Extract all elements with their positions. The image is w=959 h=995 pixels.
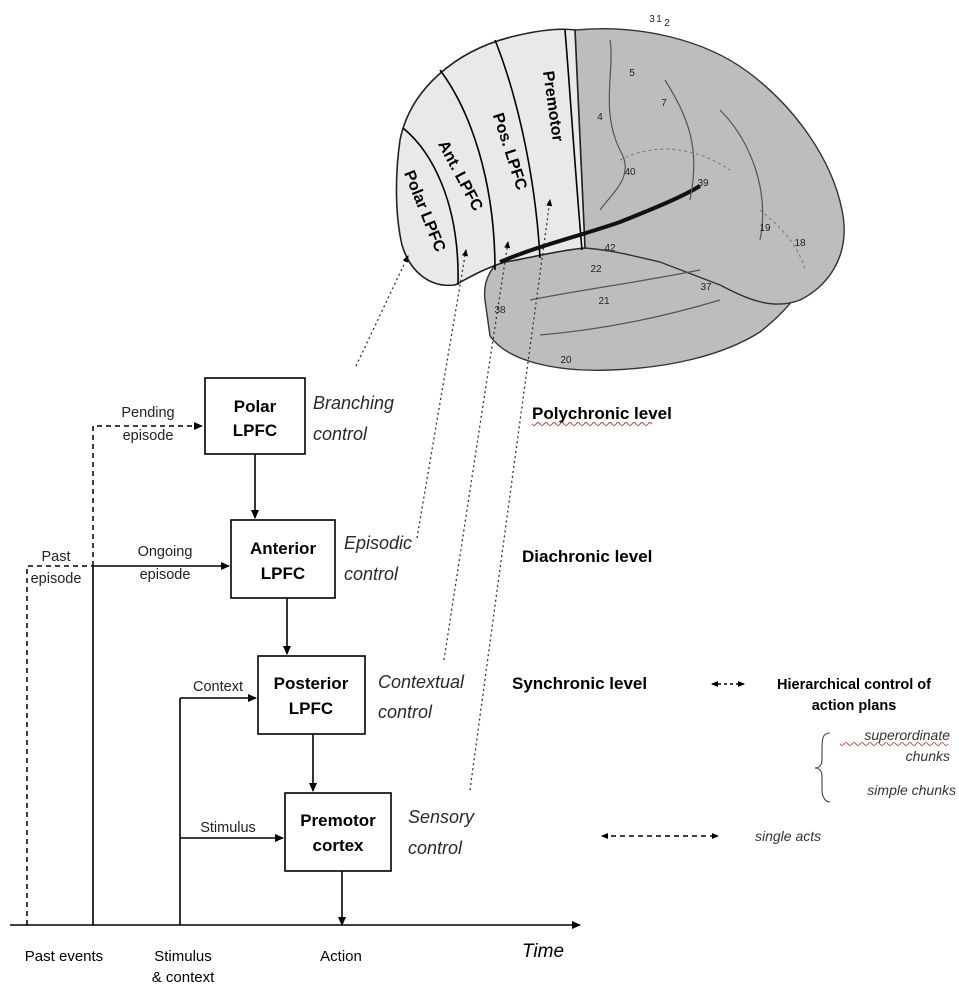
premotor-cortex-box: Premotor cortex (284, 792, 392, 872)
episodic-label-2: control (344, 564, 399, 584)
sulcus (619, 148, 731, 171)
premotor-box-line2: cortex (312, 836, 364, 855)
band-border-4 (564, 29, 583, 251)
anterior-box-line1: Anterior (250, 539, 317, 558)
premotor-box-line1: Premotor (300, 811, 376, 830)
pending-label-1: Pending (121, 405, 174, 421)
sulcus (539, 299, 721, 336)
hierarchy-title-2: action plans (812, 698, 897, 714)
branching-label-1: Branching (313, 393, 394, 413)
stimulus-label: Stimulus (154, 948, 212, 965)
area-number: 3 (649, 14, 655, 25)
posterior-box-line1: Posterior (274, 674, 349, 693)
contextual-label-2: control (378, 702, 433, 722)
spellcheck-underline (839, 742, 949, 746)
sylvian-fissure (499, 184, 702, 264)
brain-connectors (355, 199, 553, 791)
diachronic-level: Diachronic level (522, 547, 652, 566)
anterior-lpfc-box: Anterior LPFC (230, 519, 336, 599)
sulcus (664, 79, 695, 201)
posterior-box-line2: LPFC (289, 699, 333, 718)
connector-premotor (469, 199, 553, 791)
context-axis-label: & context (152, 969, 215, 986)
area-number: 22 (590, 264, 602, 275)
action-label: Action (320, 948, 362, 965)
sulcus (599, 39, 626, 211)
sensory-label-1: Sensory (408, 807, 475, 827)
area-number: 1 (656, 14, 662, 25)
connector-polar (355, 255, 409, 367)
superordinate-label-2: chunks (906, 748, 950, 764)
area-number: 4 (597, 112, 603, 123)
polar-box-line1: Polar (234, 397, 277, 416)
sulcus (759, 209, 806, 271)
posterior-lpfc-box: Posterior LPFC (257, 655, 366, 735)
single-acts-label: single acts (755, 828, 821, 844)
area-number: 37 (700, 282, 712, 293)
area-number: 2 (664, 18, 670, 29)
synchronic-level: Synchronic level (512, 674, 647, 693)
area-number: 7 (661, 98, 667, 109)
branching-label-2: control (313, 424, 368, 444)
hierarchy-title-1: Hierarchical control of (777, 677, 931, 693)
simple-chunks-label: simple chunks (867, 782, 956, 798)
area-number: 38 (494, 305, 506, 316)
connector-posterior (443, 241, 511, 661)
area-number: 42 (604, 243, 616, 254)
area-number: 19 (759, 223, 771, 234)
episodic-label-1: Episodic (344, 533, 412, 553)
sulcus (719, 109, 764, 241)
past-episode-line (26, 565, 93, 925)
band-border-3 (494, 39, 541, 259)
past-events-label: Past events (25, 948, 103, 965)
ongoing-label-1: Ongoing (138, 544, 193, 560)
area-number: 40 (624, 167, 636, 178)
polar-box-line2: LPFC (233, 421, 277, 440)
connector-anterior (416, 249, 468, 539)
time-label: Time (522, 941, 564, 962)
chunk-brace (814, 732, 831, 803)
context-label: Context (193, 679, 243, 695)
parietal-occipital (574, 28, 845, 305)
band-border-2 (439, 69, 496, 271)
area-number: 21 (598, 296, 610, 307)
frontal-lobe (395, 28, 586, 287)
area-number: 5 (629, 68, 635, 79)
sensory-label-2: control (408, 838, 463, 858)
sulcus (529, 269, 701, 301)
brain-illustration: Polar LPFC Ant. LPFC Pos. LPFC Premotor … (395, 14, 845, 371)
band-border-1 (402, 127, 459, 286)
superordinate-label-1: superordinate (864, 727, 950, 743)
past-label-1: Past (41, 549, 70, 565)
area-number: 39 (697, 178, 709, 189)
area-number: 18 (794, 238, 806, 249)
polychronic-level: Polychronic level (532, 404, 672, 423)
spellcheck-underline (531, 422, 653, 426)
stimulus-input-label: Stimulus (200, 820, 256, 836)
contextual-label-1: Contextual (378, 672, 465, 692)
pending-label-2: episode (123, 428, 174, 444)
past-label-2: episode (31, 571, 82, 587)
anterior-box-line2: LPFC (261, 564, 305, 583)
pending-episode-line (92, 422, 203, 566)
ongoing-label-2: episode (140, 567, 191, 583)
polar-lpfc-box: Polar LPFC (204, 377, 306, 455)
area-number: 20 (560, 355, 572, 366)
